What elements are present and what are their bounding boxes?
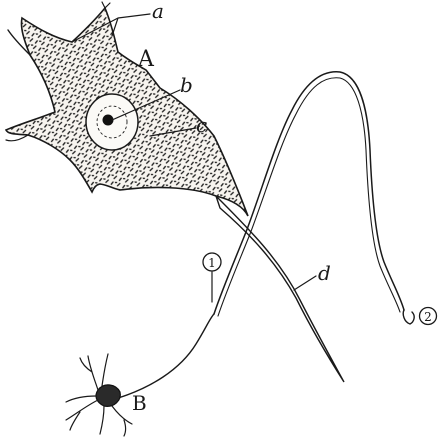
label-d: d — [318, 261, 331, 285]
label-c: c — [196, 113, 207, 137]
marker-2: 2 — [420, 308, 437, 325]
marker-1-label: 1 — [208, 256, 216, 270]
cell-b-soma — [96, 385, 120, 406]
leader-d — [294, 276, 316, 290]
marker-1: 1 — [203, 253, 221, 271]
axon-d — [216, 196, 344, 382]
label-a: a — [152, 0, 164, 23]
axon-from-b — [118, 314, 214, 398]
cell-b — [66, 354, 132, 436]
dendrite-lower-left — [6, 135, 28, 141]
label-b: b — [180, 73, 193, 97]
dendrite-top — [102, 2, 110, 8]
label-A: A — [137, 47, 155, 72]
label-B: B — [132, 391, 147, 415]
marker-2-label: 2 — [424, 310, 432, 324]
long-fiber-outer — [214, 72, 404, 314]
fiber-terminal — [403, 310, 414, 324]
